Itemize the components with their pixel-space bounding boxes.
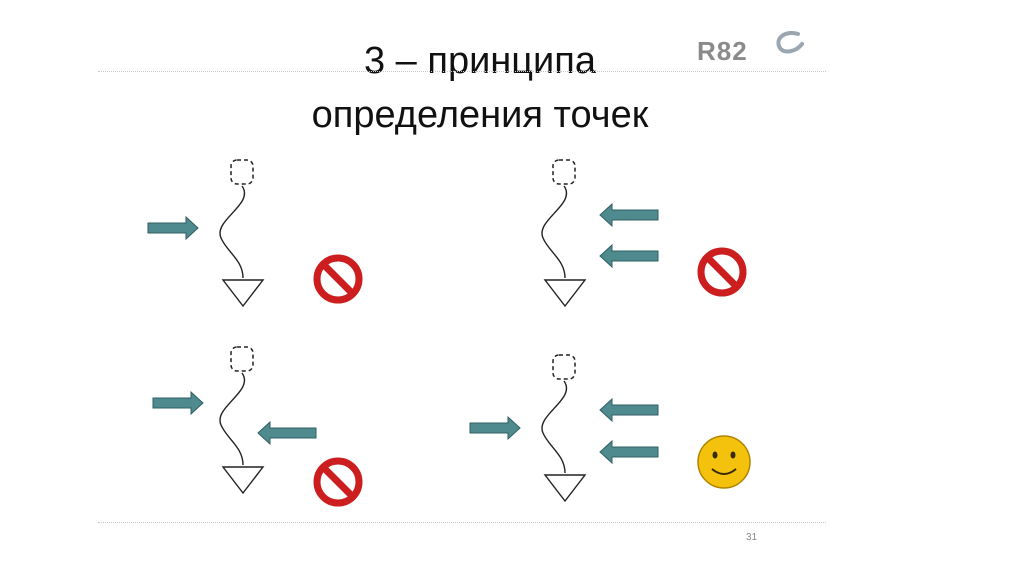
r82-logo: R82	[697, 36, 748, 66]
prohibited-icon	[313, 457, 363, 507]
arrow-right-icon	[469, 415, 521, 441]
arrow-left-icon	[599, 202, 659, 228]
arrow-left-icon	[599, 243, 659, 269]
arrow-left-icon	[599, 397, 659, 423]
logo-swoosh-icon	[776, 31, 804, 54]
arrow-right-icon	[152, 390, 204, 416]
slide-title: 3 – принципа определения точек	[200, 34, 760, 142]
stick-figure-icon	[219, 346, 265, 495]
page-number: 31	[746, 532, 758, 543]
figure-body	[541, 185, 568, 279]
figure-head	[552, 354, 576, 380]
prohibited-icon	[313, 254, 363, 304]
figure-feet	[543, 279, 587, 308]
prohibited-icon	[697, 247, 747, 297]
figure-body	[219, 185, 246, 279]
title-line-2: определения точек	[311, 94, 649, 136]
bottom-divider	[98, 522, 826, 523]
stick-figure-icon	[541, 354, 587, 503]
stick-figure-icon	[541, 159, 587, 308]
arrow-left-icon	[599, 439, 659, 465]
case-panel-1	[147, 159, 363, 308]
top-divider	[98, 71, 826, 72]
figure-head	[552, 159, 576, 185]
figure-feet	[221, 466, 265, 495]
title-line-1: 3 – принципа	[363, 40, 596, 82]
figure-body	[219, 372, 246, 466]
figure-body	[541, 380, 568, 474]
smiley-face-icon	[697, 435, 751, 489]
case-panel-2	[541, 159, 747, 308]
case-panel-4	[469, 354, 751, 503]
arrow-right-icon	[147, 215, 199, 241]
arrow-left-icon	[257, 420, 317, 446]
figure-feet	[221, 279, 265, 308]
figure-head	[230, 159, 254, 185]
stick-figure-icon	[219, 159, 265, 308]
case-panel-3	[152, 346, 363, 507]
figure-feet	[543, 474, 587, 503]
figure-head	[230, 346, 254, 372]
